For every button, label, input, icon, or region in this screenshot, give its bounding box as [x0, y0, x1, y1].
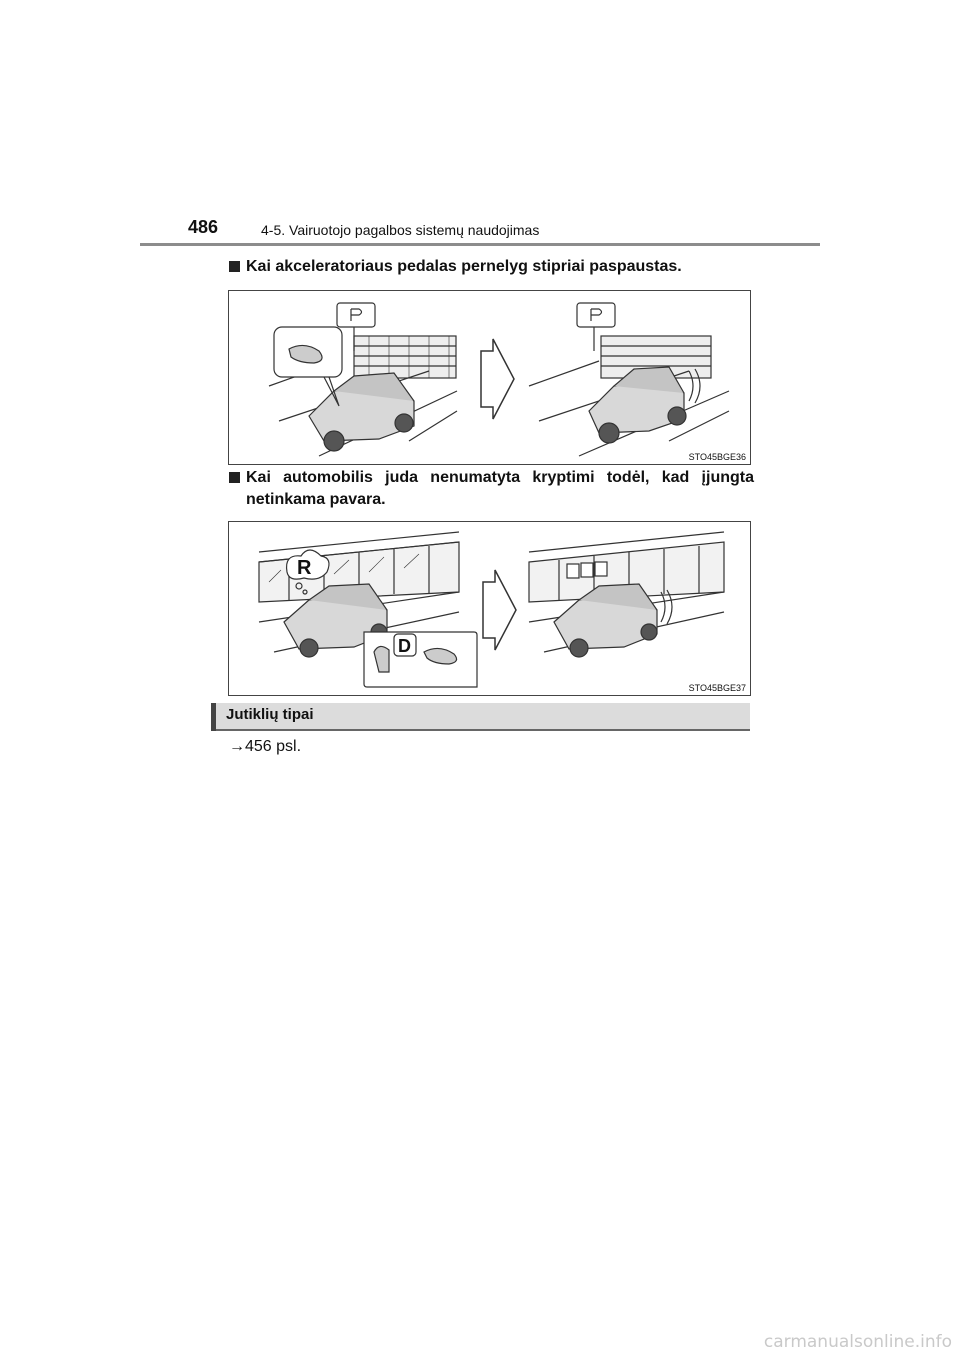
page-number: 486: [188, 217, 219, 237]
section-title: Jutiklių tipai: [226, 706, 314, 723]
illustration-wrong-gear: R D STO45BGE37: [228, 521, 751, 696]
section-header-accent: [211, 703, 216, 731]
parking-scene-illustration: [268, 302, 730, 457]
watermark: carmanualsonline.info: [763, 1332, 952, 1352]
figure-code: STO45BGE37: [688, 683, 746, 693]
figure-code: STO45BGE36: [688, 452, 746, 462]
illustration-parking-accelerator: STO45BGE36: [228, 290, 751, 465]
drive-gear-label: D: [398, 636, 411, 656]
subheading-text: Kai automobilis juda nenumatyta kryptimi…: [246, 469, 754, 508]
chapter-title: 4-5. Vairuotojo pagalbos sistemų naudoji…: [261, 222, 540, 238]
page-reference: →456 psl.: [229, 738, 302, 755]
square-bullet-icon: [229, 472, 240, 483]
section-header-bar: [211, 703, 750, 731]
subheading-accelerator: Kai akceleratoriaus pedalas pernelyg sti…: [229, 256, 754, 278]
subheading-text: Kai akceleratoriaus pedalas pernelyg sti…: [246, 258, 682, 275]
header-divider: [140, 243, 820, 246]
subheading-wrong-gear: Kai automobilis juda nenumatyta kryptimi…: [229, 467, 754, 511]
square-bullet-icon: [229, 261, 240, 272]
reverse-gear-label: R: [297, 557, 312, 579]
storefront-scene-illustration: R D: [258, 531, 725, 688]
